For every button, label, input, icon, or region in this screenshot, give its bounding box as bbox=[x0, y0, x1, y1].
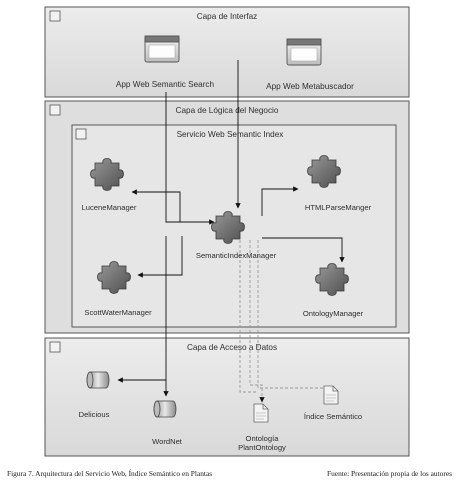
component-lucene: LuceneManager bbox=[82, 158, 137, 212]
app-meta: App Web Metabuscador bbox=[266, 38, 354, 91]
puzzle-icon bbox=[211, 211, 245, 244]
component-ontology: OntologyManager bbox=[303, 263, 364, 318]
source-ontologia-label-1: Ontología bbox=[246, 434, 280, 443]
component-index: SemanticIndexManager bbox=[196, 211, 277, 260]
source-wordnet-label: WordNet bbox=[152, 437, 183, 446]
source-indice: Índice Semántico bbox=[304, 385, 362, 421]
source-ontologia-label-2: PlantOntology bbox=[238, 443, 286, 452]
figure-source: Fuente: Presentación propia de los autor… bbox=[327, 469, 452, 478]
document-icon bbox=[323, 385, 339, 405]
source-wordnet: WordNet bbox=[152, 400, 183, 446]
puzzle-icon bbox=[97, 261, 131, 294]
database-icon bbox=[86, 371, 110, 389]
layer-interfaz-title: Capa de Interfaz bbox=[197, 12, 258, 21]
component-index-label: SemanticIndexManager bbox=[196, 251, 277, 260]
puzzle-icon bbox=[307, 155, 341, 188]
figure-caption: Figura 7. Arquitectura del Servicio Web,… bbox=[7, 468, 212, 478]
app-search: App Web Semantic Search bbox=[116, 35, 215, 89]
service-box: Servicio Web Semantic Index bbox=[71, 124, 397, 328]
source-delicious: Delicious bbox=[79, 371, 110, 419]
layer-logica-title: Capa de Lógica del Negocio bbox=[176, 106, 279, 115]
source-delicious-label: Delicious bbox=[79, 410, 110, 419]
component-lucene-label: LuceneManager bbox=[82, 203, 137, 212]
source-ontologia: Ontología PlantOntology bbox=[238, 403, 286, 452]
component-html-label: HTMLParseManger bbox=[305, 203, 372, 212]
connectors bbox=[117, 60, 345, 397]
source-indice-label: Índice Semántico bbox=[304, 412, 362, 421]
window-icon bbox=[144, 35, 180, 63]
app-search-label: App Web Semantic Search bbox=[116, 80, 215, 89]
component-scott-label: ScottWaterManager bbox=[84, 308, 152, 317]
service-box-title: Servicio Web Semantic Index bbox=[177, 130, 284, 139]
layer-interfaz: Capa de Interfaz bbox=[44, 6, 410, 98]
puzzle-icon bbox=[315, 263, 349, 296]
layer-acceso-title: Capa de Acceso a Datos bbox=[187, 343, 277, 352]
window-icon bbox=[286, 38, 322, 66]
app-meta-label: App Web Metabuscador bbox=[266, 82, 354, 91]
component-ontology-label: OntologyManager bbox=[303, 309, 364, 318]
component-scott: ScottWaterManager bbox=[84, 261, 152, 317]
component-html: HTMLParseManger bbox=[305, 155, 372, 212]
layer-acceso: Capa de Acceso a Datos bbox=[44, 337, 410, 457]
document-icon bbox=[253, 403, 269, 423]
puzzle-icon bbox=[90, 158, 124, 191]
database-icon bbox=[153, 400, 177, 418]
